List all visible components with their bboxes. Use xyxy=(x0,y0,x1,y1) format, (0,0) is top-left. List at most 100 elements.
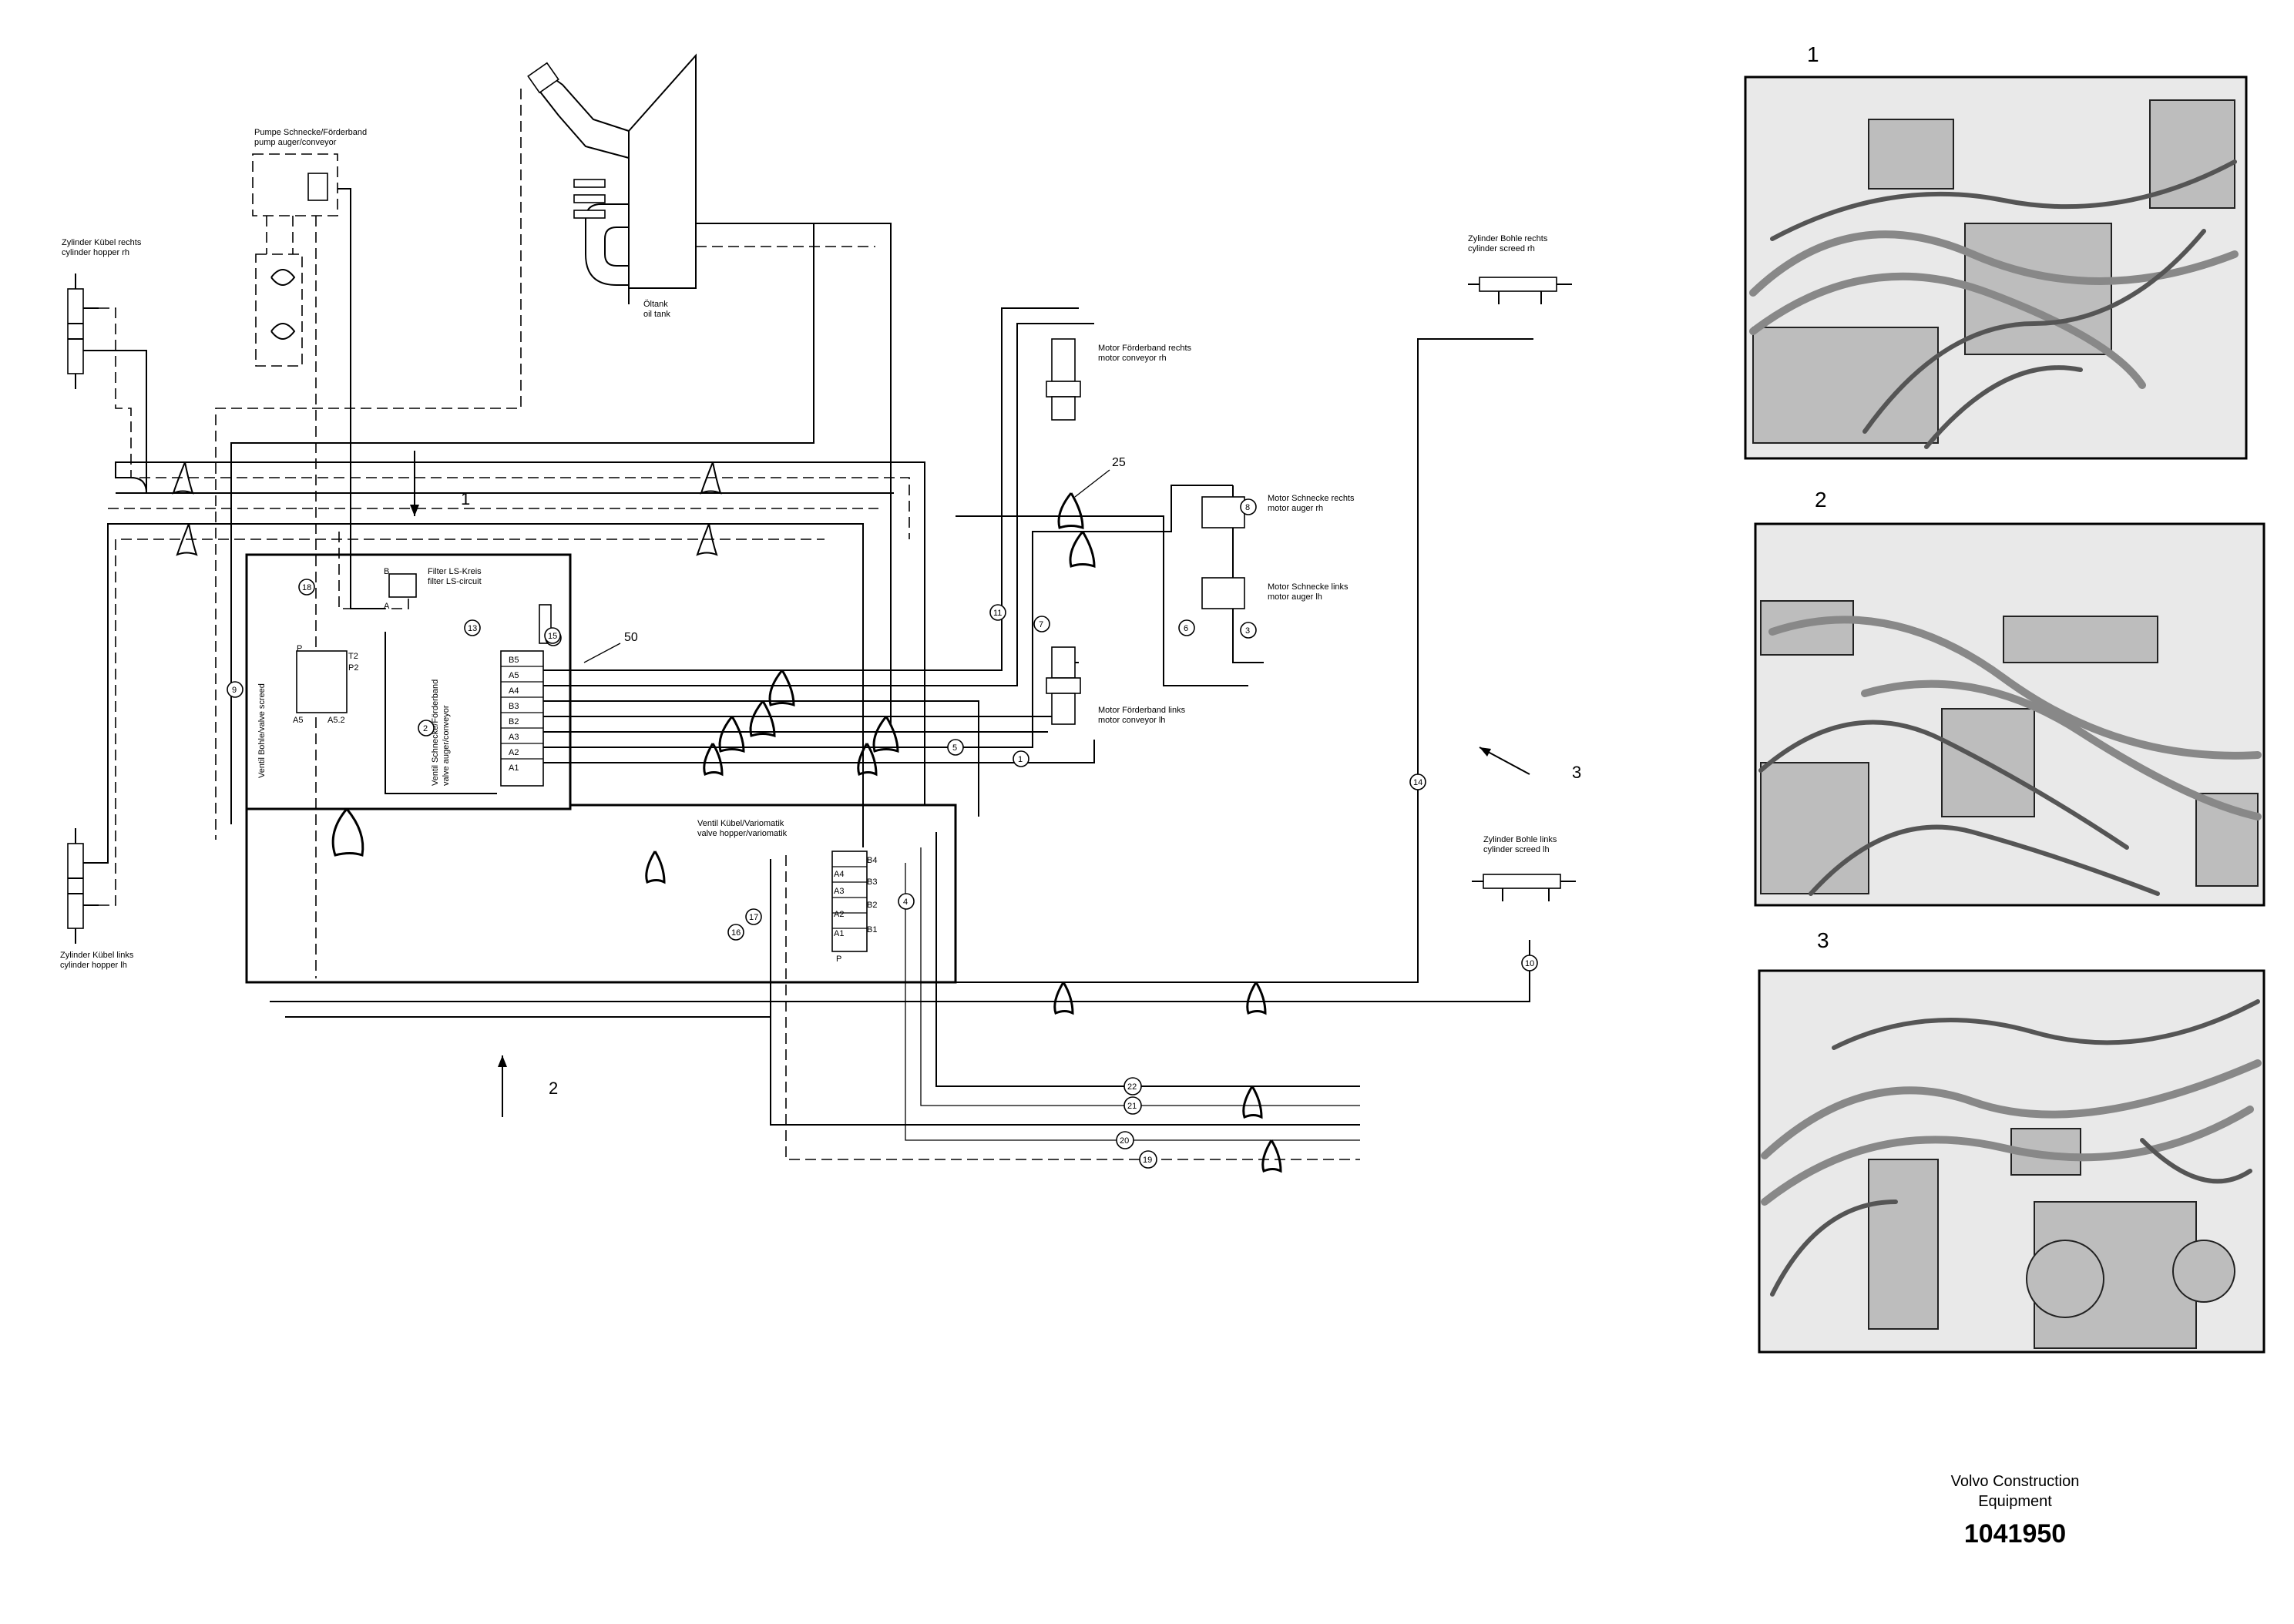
hopper-port-p: P xyxy=(836,955,841,964)
callouts: 1 2 3 25 50 xyxy=(410,451,1581,1117)
svg-text:17: 17 xyxy=(749,913,758,922)
photo-1: 1 xyxy=(1744,42,2248,460)
brand-line-2: Equipment xyxy=(1978,1493,2052,1510)
screed-port-p: P xyxy=(297,644,302,653)
filter-port-a: A xyxy=(384,602,390,611)
screed-port-a52: A5.2 xyxy=(327,716,345,725)
svg-text:20: 20 xyxy=(1120,1136,1129,1146)
circle-10: 10 xyxy=(1521,955,1538,971)
motor-auger-lh-label-en: motor auger lh xyxy=(1268,592,1322,602)
valve-screed-label: Ventil Bohle/valve screed xyxy=(257,683,267,778)
oil-tank: Öltank oil tank xyxy=(527,53,697,319)
circle-14: 14 xyxy=(1409,773,1426,790)
pump-auger-conveyor: Pumpe Schnecke/Förderband pump auger/con… xyxy=(252,128,367,367)
circle-7: 7 xyxy=(1033,616,1050,632)
photo-2-number: 2 xyxy=(1815,488,1827,512)
circle-17: 17 xyxy=(745,908,762,925)
svg-text:13: 13 xyxy=(468,624,477,633)
auger-port-a3: A3 xyxy=(509,733,519,742)
motor-conv-lh-label-en: motor conveyor lh xyxy=(1098,716,1165,725)
cyl-hopper-rh-label-de: Zylinder Kübel rechts xyxy=(62,238,142,247)
svg-text:14: 14 xyxy=(1413,778,1422,787)
circle-11: 11 xyxy=(989,604,1006,621)
motor-conv-lh-label-de: Motor Förderband links xyxy=(1098,706,1186,715)
pump-label-de: Pumpe Schnecke/Förderband xyxy=(254,128,367,137)
valve-hopper-variomatik: Ventil Kübel/Variomatik valve hopper/var… xyxy=(697,819,877,964)
cylinder-hopper-lh: Zylinder Kübel links cylinder hopper lh xyxy=(60,828,134,970)
cylinder-screed-lh: Zylinder Bohle links cylinder screed lh xyxy=(1472,835,1576,901)
hopper-port-b2: B2 xyxy=(867,901,877,910)
part-number: 1041950 xyxy=(1963,1519,2067,1549)
svg-text:11: 11 xyxy=(993,609,1002,618)
motor-auger-lh: Motor Schnecke links motor auger lh xyxy=(1201,577,1349,609)
cyl-hopper-lh-label-en: cylinder hopper lh xyxy=(60,961,127,970)
photo-3-number: 3 xyxy=(1817,928,1829,952)
motor-auger-rh-label-en: motor auger rh xyxy=(1268,504,1323,513)
motor-auger-rh: Motor Schnecke rechts motor auger rh xyxy=(1201,494,1355,528)
auger-port-b5: B5 xyxy=(509,656,519,665)
cyl-screed-rh-label-en: cylinder screed rh xyxy=(1468,244,1535,253)
hose-loops xyxy=(172,461,1282,1173)
cyl-hopper-rh-label-en: cylinder hopper rh xyxy=(62,248,129,257)
auger-port-a2: A2 xyxy=(509,748,519,757)
svg-text:5: 5 xyxy=(952,743,957,753)
cyl-screed-lh-label-de: Zylinder Bohle links xyxy=(1483,835,1557,844)
callout-50: 50 xyxy=(624,631,638,644)
auger-port-b2: B2 xyxy=(509,717,519,726)
motor-conv-rh-label-de: Motor Förderband rechts xyxy=(1098,344,1192,353)
hydraulic-lines xyxy=(99,89,1533,1160)
svg-text:9: 9 xyxy=(232,686,237,695)
auger-port-a4: A4 xyxy=(509,686,519,696)
photo-3: 3 xyxy=(1758,928,2265,1354)
svg-text:16: 16 xyxy=(731,928,741,938)
svg-text:7: 7 xyxy=(1039,620,1043,629)
circle-8: 8 xyxy=(1240,498,1257,515)
valve-auger-label-de: Ventil Schnecke/Förderband xyxy=(431,679,440,786)
motor-conveyor-rh: Motor Förderband rechts motor conveyor r… xyxy=(1046,338,1192,421)
valve-screed: Ventil Bohle/valve screed T2 P2 P A5 A5.… xyxy=(257,644,358,778)
motor-conveyor-lh: Motor Förderband links motor conveyor lh xyxy=(1046,646,1186,725)
component-circles: 18 13 12 9 2 11 5 1 7 8 3 14 10 4 6 15 1… xyxy=(227,498,1538,1169)
filter-ls-circuit: B A Filter LS-Kreis filter LS-circuit xyxy=(384,567,482,611)
valve-auger-label-en: valve auger/conveyor xyxy=(442,705,451,786)
circle-15: 15 xyxy=(544,627,561,644)
svg-text:18: 18 xyxy=(302,583,311,592)
circle-6: 6 xyxy=(1178,619,1195,636)
footer-block: Volvo Construction Equipment 1041950 xyxy=(1903,1471,2127,1549)
screed-port-a5: A5 xyxy=(293,716,303,725)
circle-21: 21 xyxy=(1123,1096,1142,1115)
auger-port-a5: A5 xyxy=(509,671,519,680)
svg-text:8: 8 xyxy=(1245,503,1250,512)
hopper-port-a4: A4 xyxy=(834,870,844,879)
cyl-hopper-lh-label-de: Zylinder Kübel links xyxy=(60,951,134,960)
circle-5: 5 xyxy=(947,739,964,756)
filter-label-en: filter LS-circuit xyxy=(428,577,482,586)
cyl-screed-rh-label-de: Zylinder Bohle rechts xyxy=(1468,234,1548,243)
motor-conv-rh-label-en: motor conveyor rh xyxy=(1098,354,1167,363)
callout-25: 25 xyxy=(1112,456,1126,469)
circle-9: 9 xyxy=(227,681,244,698)
circle-18: 18 xyxy=(298,579,315,596)
svg-text:1: 1 xyxy=(1018,755,1023,764)
screed-port-t2: T2 xyxy=(348,652,358,661)
filter-port-b: B xyxy=(384,567,389,576)
valve-hopper-label-en: valve hopper/variomatik xyxy=(697,829,788,838)
cylinder-screed-rh: Zylinder Bohle rechts cylinder screed rh xyxy=(1468,234,1572,304)
filter-label-de: Filter LS-Kreis xyxy=(428,567,482,576)
hopper-port-b4: B4 xyxy=(867,856,877,865)
motor-auger-rh-label-de: Motor Schnecke rechts xyxy=(1268,494,1355,503)
screed-port-p2: P2 xyxy=(348,663,358,673)
svg-text:21: 21 xyxy=(1127,1102,1137,1111)
circle-13: 13 xyxy=(464,619,481,636)
svg-text:3: 3 xyxy=(1245,626,1250,636)
circle-4: 4 xyxy=(898,893,915,910)
brand-name: Volvo Construction Equipment xyxy=(1903,1471,2127,1512)
circle-20: 20 xyxy=(1116,1131,1134,1149)
svg-text:2: 2 xyxy=(423,724,428,733)
svg-text:22: 22 xyxy=(1127,1082,1137,1092)
photo-2: 2 xyxy=(1754,488,2265,907)
circle-2: 2 xyxy=(418,720,435,737)
hopper-port-b3: B3 xyxy=(867,877,877,887)
hopper-port-a2: A2 xyxy=(834,910,844,919)
